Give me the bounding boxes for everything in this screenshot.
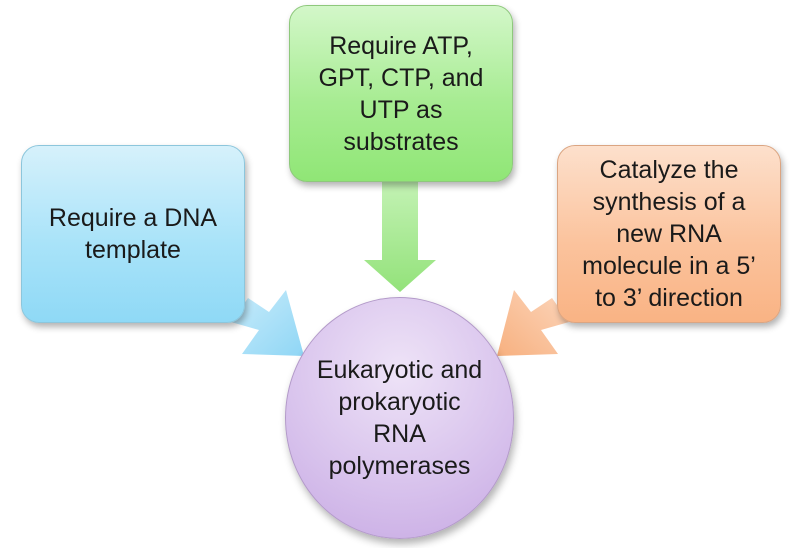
- arrow-left-to-center: [231, 290, 304, 356]
- requirement-box-synthesis-direction: Catalyze the synthesis of a new RNA mole…: [557, 145, 781, 323]
- arrow-top-to-center: [364, 182, 436, 292]
- requirement-text-dna-template: Require a DNA template: [48, 204, 218, 264]
- requirement-box-dna-template: Require a DNA template: [21, 145, 245, 323]
- arrow-right-to-center: [497, 290, 569, 356]
- requirement-text-synthesis-direction: Catalyze the synthesis of a new RNA mole…: [582, 156, 756, 312]
- center-circle-rna-polymerases: Eukaryotic and prokaryotic RNA polymeras…: [285, 297, 514, 539]
- requirement-text-substrates: Require ATP, GPT, CTP, and UTP as substr…: [318, 31, 484, 156]
- requirement-box-substrates: Require ATP, GPT, CTP, and UTP as substr…: [289, 5, 513, 182]
- center-circle-text: Eukaryotic and prokaryotic RNA polymeras…: [316, 356, 483, 480]
